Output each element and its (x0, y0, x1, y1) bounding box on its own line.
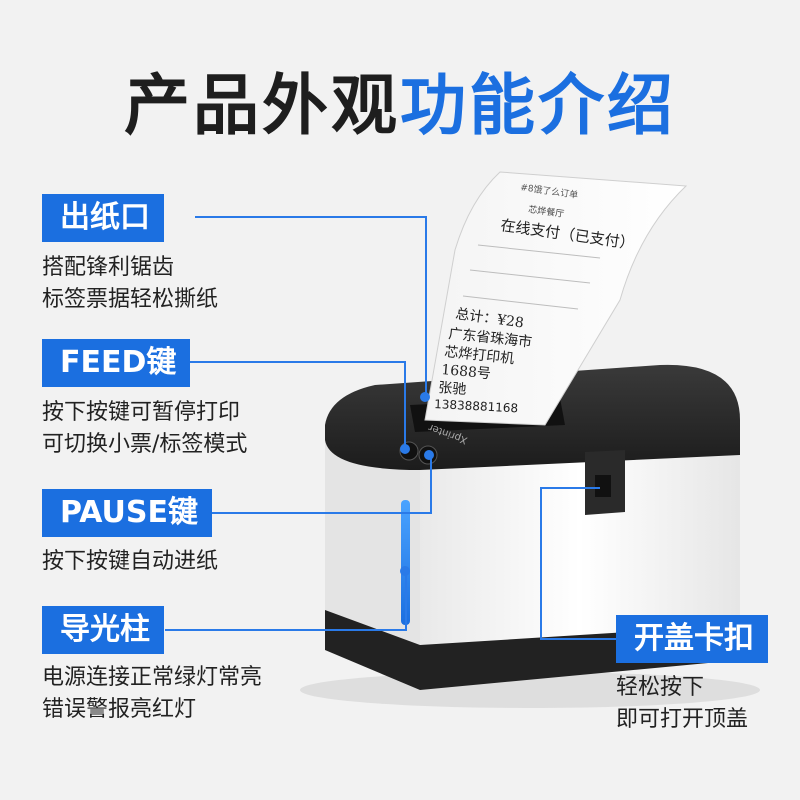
feature-desc-pause: 按下按键自动进纸 (42, 546, 218, 578)
connector-feed-v (404, 361, 406, 447)
connector-pause-dot (424, 450, 434, 460)
connector-pause-h (190, 512, 430, 514)
printer-side-face (420, 455, 740, 645)
receipt-name: 张驰 (438, 380, 467, 398)
feature-desc-line: 即可打开顶盖 (616, 707, 749, 732)
feature-tag-latch: 开盖卡扣 (616, 615, 768, 663)
feature-desc-line: 轻松按下 (616, 675, 705, 700)
feature-desc-latch: 轻松按下 即可打开顶盖 (616, 672, 748, 736)
connector-feed-dot (400, 444, 410, 454)
receipt-phone: 13838881168 (434, 397, 519, 415)
feature-tag-lightpipe: 导光柱 (42, 606, 164, 654)
title-part2: 功能介绍 (400, 67, 676, 144)
feature-desc-lightpipe: 电源连接正常绿灯常亮 错误警报亮红灯 (42, 662, 262, 726)
feature-desc-line: 可切换小票/标签模式 (42, 432, 248, 457)
connector-latch-h1 (540, 487, 600, 489)
feature-desc-line: 按下按键自动进纸 (42, 549, 219, 574)
connector-outlet-h (195, 216, 425, 218)
connector-lightpipe-v (405, 572, 407, 631)
title-part1: 产品外观 (124, 67, 400, 144)
feature-desc-line: 电源连接正常绿灯常亮 (42, 665, 263, 690)
connector-feed-h (185, 361, 405, 363)
light-pipe (401, 500, 410, 625)
connector-lightpipe-h (165, 629, 407, 631)
feature-desc-line: 标签票据轻松撕纸 (42, 287, 219, 312)
feature-desc-line: 错误警报亮红灯 (42, 697, 197, 722)
connector-outlet-v (425, 216, 427, 394)
connector-latch-h2 (540, 638, 620, 640)
connector-outlet-dot (420, 392, 430, 402)
page-title: 产品外观功能介绍 (0, 52, 800, 148)
feature-desc-line: 按下按键可暂停打印 (42, 400, 241, 425)
connector-lightpipe-dot (400, 566, 410, 576)
feature-desc-feed: 按下按键可暂停打印 可切换小票/标签模式 (42, 397, 247, 461)
receipt-addr3: 1688号 (441, 362, 492, 382)
feature-desc-line: 搭配锋利锯齿 (42, 255, 175, 280)
receipt-paper (424, 171, 688, 426)
cover-latch-button (595, 475, 611, 497)
connector-latch-v (540, 487, 542, 639)
printer-front-face (325, 440, 420, 645)
feature-tag-pause: PAUSE键 (42, 489, 212, 537)
connector-pause-v (430, 454, 432, 514)
feature-desc-outlet: 搭配锋利锯齿 标签票据轻松撕纸 (42, 252, 218, 316)
feature-tag-feed: FEED键 (42, 339, 191, 387)
feature-tag-outlet: 出纸口 (42, 194, 164, 242)
receipt-lines (462, 244, 601, 310)
printer-base (325, 600, 740, 690)
